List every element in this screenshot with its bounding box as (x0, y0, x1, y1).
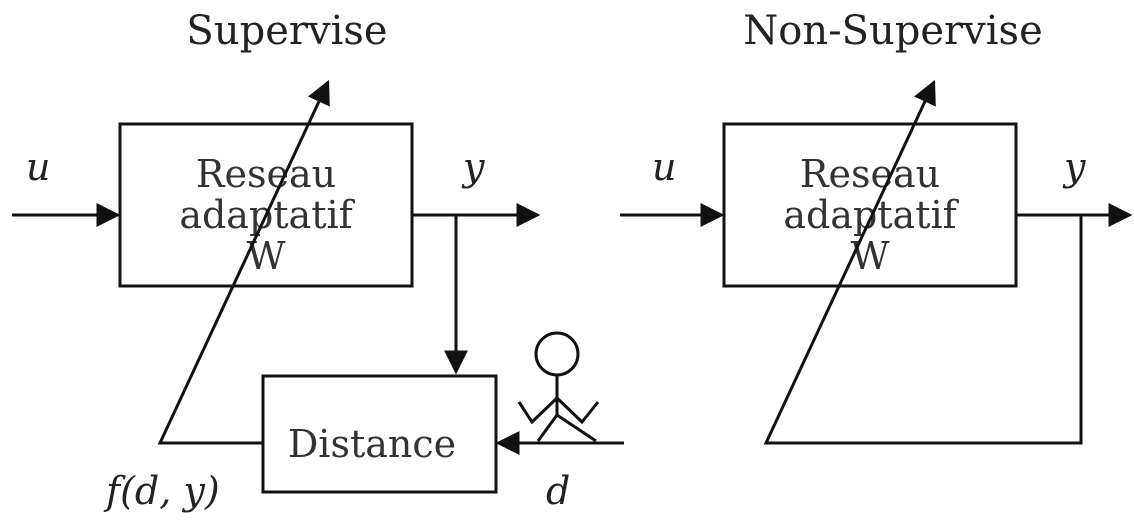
supervised-network-line-3: W (246, 234, 285, 278)
teacher-icon (517, 331, 600, 443)
distance-label: Distance (288, 422, 456, 466)
supervised-output-label: y (461, 145, 485, 189)
unsupervised-network-line-3: W (850, 234, 889, 278)
unsupervised-adaptation-arrow (763, 79, 1083, 445)
supervised-network-box (118, 122, 414, 288)
supervised-network-line-1: Reseau (196, 152, 336, 196)
unsupervised-network-line-1: Reseau (800, 152, 940, 196)
supervised-title: Supervise (186, 8, 387, 54)
supervised-adaptation-arrow (157, 79, 330, 445)
desired-label: d (546, 469, 570, 513)
supervised-panel: Supervise u Reseau adaptatif W y Distanc… (12, 8, 624, 513)
unsupervised-panel: Non-Supervise u Reseau adaptatif W y (620, 8, 1133, 445)
unsupervised-network-box (722, 122, 1018, 288)
unsupervised-input-label: u (652, 145, 676, 189)
function-label: f(d, y) (103, 469, 220, 513)
supervised-input-label: u (26, 145, 50, 189)
unsupervised-title: Non-Supervise (743, 8, 1043, 54)
unsupervised-output-label: y (1062, 145, 1086, 189)
